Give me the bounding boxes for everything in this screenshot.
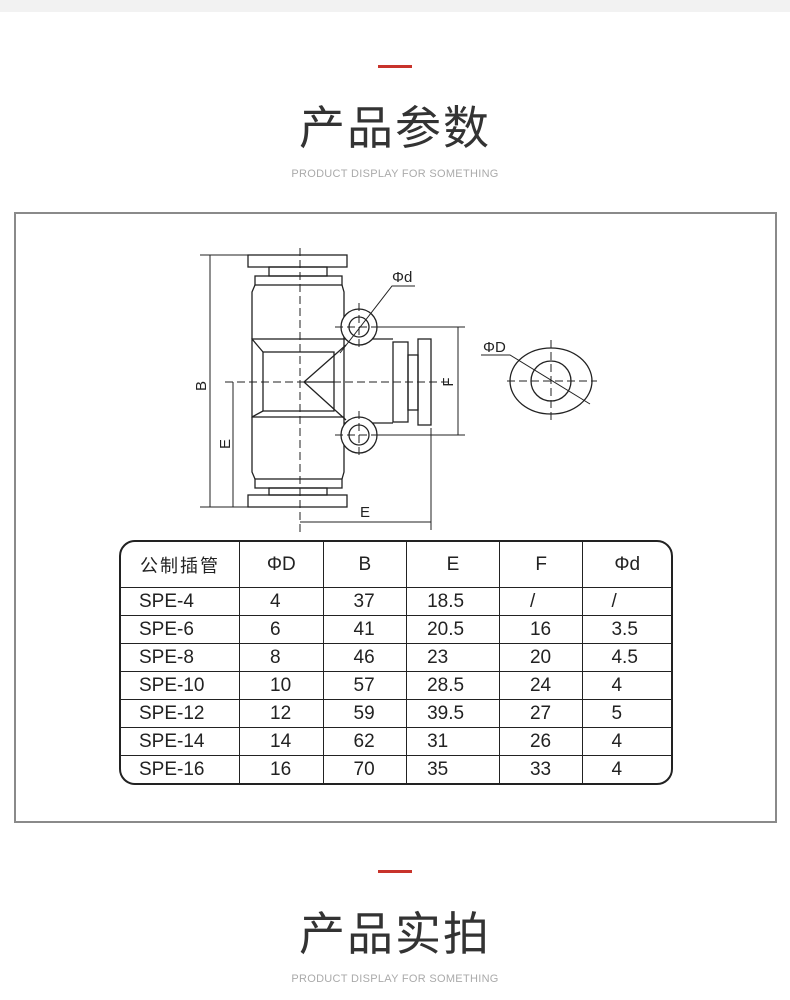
table-cell: 26 [498,727,584,757]
label-E-left: E [217,439,234,449]
table-cell: SPE-6 [121,615,240,645]
header-cell: Φd [582,542,671,588]
upper-body [251,284,345,339]
table-cell: 39.5 [406,699,500,729]
table-cell: 27 [498,699,584,729]
table-cell: 35 [406,755,500,783]
label-E-bottom: E [360,504,370,521]
table-cell: / [498,587,584,617]
top-flange [247,254,348,268]
table-cell: 6 [239,615,324,645]
bottom-neck [268,487,328,496]
table-cell: 57 [322,671,408,701]
table-cell: SPE-8 [121,643,240,673]
section-title-photos: 产品实拍 [299,907,491,961]
section-subtitle-params: PRODUCT DISPLAY FOR SOMETHING [291,168,499,180]
table-cell: 31 [406,727,500,757]
table-cell: 4 [239,587,324,617]
table-cell: 59 [322,699,408,729]
table-cell: 28.5 [406,671,500,701]
top-strip [0,0,790,12]
spec-frame [14,212,777,823]
header-cell: B [322,542,408,588]
bottom-collar [254,478,343,489]
header-cell: 公制插管 [121,542,240,588]
section-title-params: 产品参数 [299,101,491,155]
phi-D-leader [481,354,591,405]
bore-chamfer [251,338,264,418]
table-header-row: 公制插管 ΦD B E F Φd [121,542,671,588]
branch-body [344,338,393,424]
table-cell: SPE-16 [121,755,240,783]
table-cell: 46 [322,643,408,673]
center-lines [225,248,450,532]
table-cell: 8 [239,643,324,673]
table-cell: 70 [322,755,408,783]
table-cell: SPE-4 [121,587,240,617]
table-cell: 4.5 [582,643,671,673]
table-cell: 16 [498,615,584,645]
table-cell: 37 [322,587,408,617]
dimension-lines [200,254,465,530]
table-cell: 33 [498,755,584,783]
bottom-flange [247,494,348,508]
table-cell: SPE-10 [121,671,240,701]
section-divider-accent [378,870,412,873]
table-cell: / [582,587,671,617]
header-cell: F [498,542,584,588]
center-body [251,338,345,418]
top-neck [268,266,328,277]
table-cell: 18.5 [406,587,500,617]
port-end-center-lines [507,340,597,422]
table-cell: 10 [239,671,324,701]
table-cell: SPE-14 [121,727,240,757]
table-cell: 14 [239,727,324,757]
header-cell: ΦD [239,542,324,588]
table-cell: 3.5 [582,615,671,645]
table-cell: 4 [582,755,671,783]
table-cell: 5 [582,699,671,729]
table-cell: 23 [406,643,500,673]
table-cell: 4 [582,727,671,757]
label-phi-d: Φd [392,269,412,286]
table-cell: 62 [322,727,408,757]
label-F: F [440,377,457,386]
lower-body [251,417,345,480]
section-divider-accent [378,65,412,68]
section-subtitle-photos: PRODUCT DISPLAY FOR SOMETHING [291,973,499,985]
table-cell: 20.5 [406,615,500,645]
table-cell: 16 [239,755,324,783]
table-cell: 41 [322,615,408,645]
table-cell: 4 [582,671,671,701]
label-phi-D: ΦD [483,339,506,356]
table-cell: SPE-12 [121,699,240,729]
table-cell: 24 [498,671,584,701]
table-cell: 12 [239,699,324,729]
top-collar [254,275,343,286]
label-B: B [193,381,210,391]
header-cell: E [406,542,500,588]
table-cell: 20 [498,643,584,673]
